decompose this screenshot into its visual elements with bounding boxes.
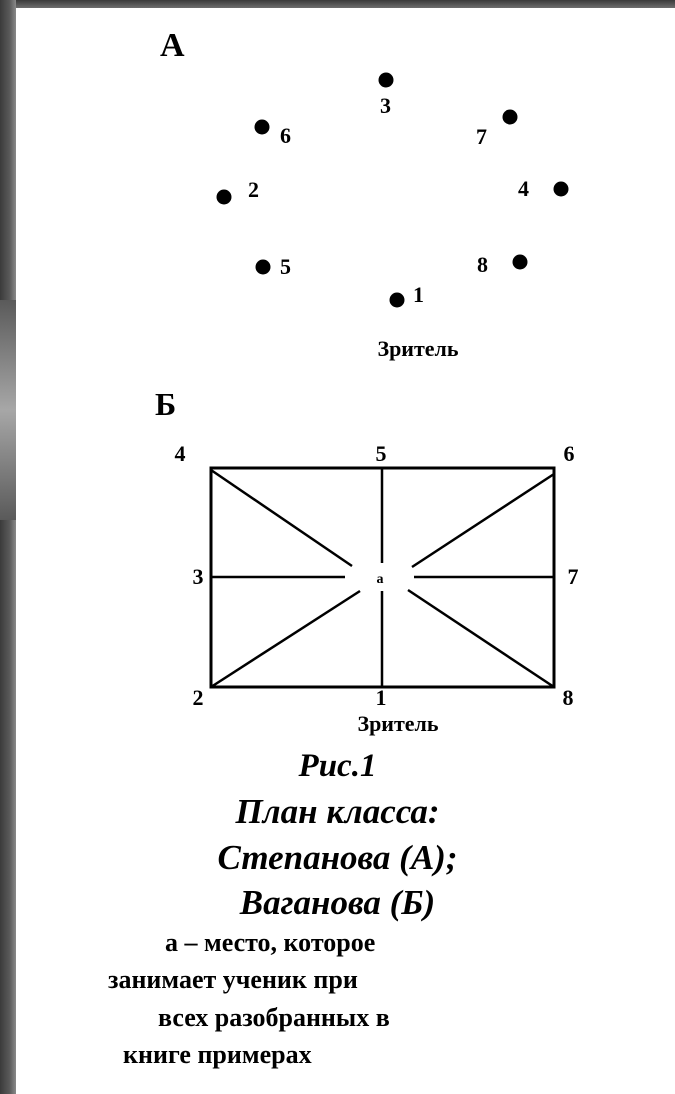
corner-4-label: 4: [175, 441, 186, 466]
corner-8-label: 8: [563, 685, 574, 710]
point-6-label: 6: [280, 123, 291, 148]
point-8-label: 8: [477, 252, 488, 277]
diagram-a-viewer-label: Зритель: [377, 336, 458, 361]
point-5-dot: [255, 259, 271, 275]
point-3-label: 3: [380, 93, 391, 118]
point-7-dot: [502, 109, 518, 125]
corner-6-label: 6: [564, 441, 575, 466]
class-plan-diagrams: А 3 6 7 2 4 5 8 1 Зритель Б а 4 5 6 3 7 …: [155, 27, 579, 736]
point-2-label: 2: [248, 177, 259, 202]
left-frame-highlight: [0, 300, 16, 520]
center-position-label: а: [377, 572, 384, 587]
note-line-2: занимает ученик при: [108, 965, 358, 994]
diagonal-to-4: [210, 468, 353, 568]
caption-line-1: План класса:: [235, 792, 440, 831]
diagonal-to-6: [411, 472, 555, 569]
point-5-label: 5: [280, 254, 291, 279]
edge-3-label: 3: [193, 564, 204, 589]
figure-number: Рис.1: [298, 748, 377, 784]
corner-2-label: 2: [193, 685, 204, 710]
point-6-dot: [254, 119, 270, 135]
diagram-a-label: А: [160, 27, 185, 64]
caption-line-2: Степанова (А);: [217, 838, 458, 877]
point-1-dot: [389, 292, 405, 308]
edge-7-label: 7: [568, 564, 579, 589]
point-8-dot: [512, 254, 528, 270]
caption-line-3: Ваганова (Б): [239, 883, 436, 922]
point-2-dot: [216, 189, 232, 205]
point-3-dot: [378, 72, 394, 88]
note-line-1: а – место, которое: [165, 928, 376, 957]
note-line-3: всех разобранных в: [158, 1003, 390, 1032]
diagonal-to-2: [210, 589, 361, 689]
point-1-label: 1: [413, 282, 424, 307]
point-4-label: 4: [518, 176, 529, 201]
point-4-dot: [553, 181, 569, 197]
left-frame-border: [0, 0, 16, 1094]
diagram-b-viewer-label: Зритель: [357, 711, 438, 736]
diagonal-to-8: [407, 588, 555, 689]
point-7-label: 7: [476, 124, 487, 149]
edge-5-label: 5: [376, 441, 387, 466]
edge-1-label: 1: [376, 685, 387, 710]
note-line-4: книге примерах: [123, 1040, 312, 1069]
diagram-b-label: Б: [155, 386, 176, 422]
top-frame-border: [0, 0, 675, 8]
